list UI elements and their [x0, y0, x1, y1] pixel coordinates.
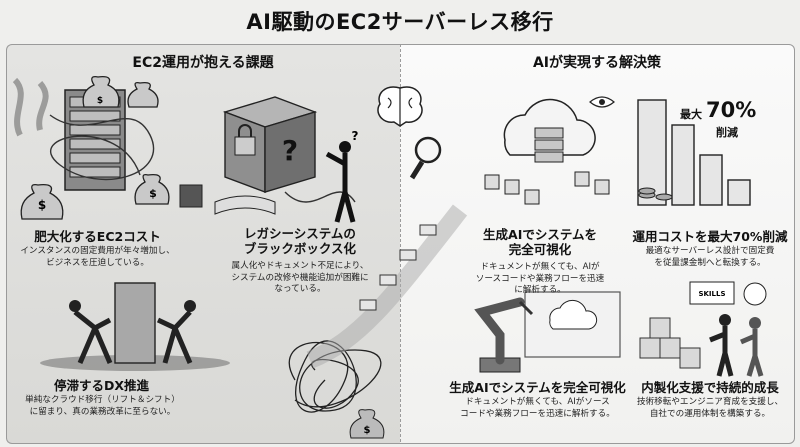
callout-value: 70%	[706, 98, 757, 122]
callout-prefix: 最大	[680, 108, 702, 121]
solutions-heading: AIが実現する解決策	[532, 55, 662, 71]
solution-title: 内製化支援で持続的成長	[641, 380, 779, 395]
skills-label: SKILLS	[698, 290, 725, 298]
solution-desc: 技術移転やエンジニア育成を支援し、自社での運用体制を構築する。	[636, 397, 784, 419]
problems-heading: EC2運用が抱える課題	[132, 55, 274, 71]
page-title: AI駆動のEC2サーバーレス移行	[246, 10, 554, 34]
server-rack-money-illustration: $ $ $	[12, 76, 203, 220]
pushing-wall-illustration	[40, 282, 230, 371]
problem-desc: 単純なクラウド移行（リフト＆シフト）に留まり、真の業務改革に至らない。	[25, 395, 180, 417]
panel-divider	[400, 44, 401, 442]
callout-suffix: 削減	[716, 126, 738, 139]
question-mark-icon: ?	[352, 129, 359, 143]
cloud-analysis-illustration	[484, 96, 615, 205]
cost-reduction-chart	[637, 99, 751, 206]
question-mark-icon: ?	[282, 134, 298, 167]
problem-title: 肥大化するEC2コスト	[34, 229, 161, 244]
problem-title: レガシーシステムのブラックボックス化	[243, 226, 357, 256]
solution-title: 生成AIでシステムを完全可視化	[449, 380, 626, 395]
robot-arm-illustration	[474, 291, 621, 373]
team-skills-illustration: SKILLS	[639, 281, 767, 377]
problem-desc: 属人化やドキュメント不足により、システムの改修や機能追加が困難になっている。	[231, 261, 369, 294]
ai-brain-icon	[377, 86, 423, 127]
solution-desc: 最適なサーバーレス設計で固定費を従量課金制へと転換する。	[645, 246, 775, 268]
solution-title: 生成AIでシステムを完全可視化	[483, 227, 597, 257]
problem-desc: インスタンスの固定費用が年々増加し、ビジネスを圧迫している。	[20, 246, 175, 268]
dollar-icon: $	[38, 198, 46, 212]
solution-title: 運用コストを最大70%削減	[632, 229, 788, 244]
problem-title: 停滞するDX推進	[53, 378, 149, 393]
solutions-panel	[400, 44, 795, 444]
locked-blackbox-illustration: ? ?	[214, 96, 359, 223]
magnifier-icon	[409, 136, 442, 180]
dollar-icon: $	[149, 187, 157, 200]
data-stream-illustration	[306, 204, 468, 369]
dollar-icon: $	[97, 96, 103, 106]
dollar-icon: $	[364, 425, 371, 436]
solution-desc: ドキュメントが無くても、AIがソースコードや業務フローを迅速に解析する。	[460, 397, 615, 419]
solution-desc: ドキュメントが無くても、AIがソースコードや業務フローを迅速に解析する。	[475, 262, 605, 295]
